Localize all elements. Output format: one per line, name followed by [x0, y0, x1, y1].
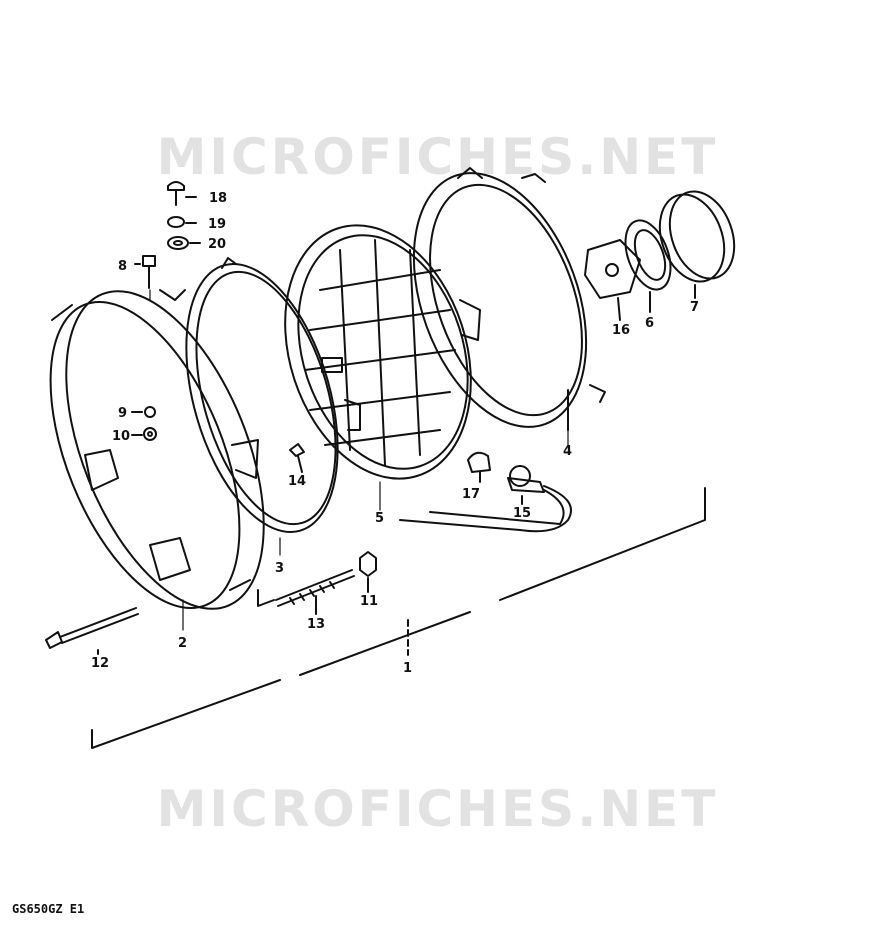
watermark-top: MICROFICHES.NET	[156, 128, 719, 186]
assembly-bracket-part-1	[91, 487, 706, 749]
label-part-20: 20	[208, 237, 226, 252]
screw-part-8	[134, 255, 156, 289]
label-part-5: 5	[375, 511, 384, 526]
washer-part-10	[131, 427, 157, 441]
label-part-4: 4	[563, 444, 572, 459]
label-part-15: 15	[513, 506, 531, 521]
label-part-7: 7	[690, 300, 699, 315]
adjust-screw-part-13	[275, 569, 355, 615]
bulb-socket-part	[584, 239, 641, 321]
label-part-17: 17	[462, 487, 480, 502]
label-part-11: 11	[360, 594, 378, 609]
label-part-12: 12	[91, 656, 109, 671]
outer-rim-part	[49, 289, 265, 610]
label-part-8: 8	[118, 259, 127, 274]
model-code: GS650GZ E1	[12, 902, 85, 916]
bulb-part-17	[467, 451, 491, 483]
nut-part-9	[131, 406, 156, 418]
socket-harness-part-15	[399, 465, 572, 533]
washer-part-19	[167, 216, 197, 228]
screw-part-14	[289, 443, 305, 473]
label-part-2: 2	[178, 636, 187, 651]
label-part-1: 1	[403, 661, 412, 676]
label-part-6: 6	[645, 316, 654, 331]
label-part-10: 10	[112, 429, 130, 444]
nut-part-11	[359, 551, 377, 593]
label-part-19: 19	[208, 217, 226, 232]
housing-shell-part	[412, 167, 606, 431]
label-part-14: 14	[288, 474, 306, 489]
washer-part-20	[167, 236, 201, 250]
retaining-ring-part	[624, 219, 672, 313]
watermark-bottom: MICROFICHES.NET	[156, 780, 719, 838]
headlamp-unit-part	[284, 224, 472, 480]
label-part-13: 13	[307, 617, 325, 632]
label-part-16: 16	[612, 323, 630, 338]
dust-cover-part	[658, 190, 736, 299]
label-part-3: 3	[275, 561, 284, 576]
long-bolt-part-12	[45, 607, 139, 655]
label-part-18: 18	[209, 191, 227, 206]
bolt-part-18	[167, 181, 197, 206]
inner-ring-part	[185, 257, 339, 533]
label-part-9: 9	[118, 406, 127, 421]
